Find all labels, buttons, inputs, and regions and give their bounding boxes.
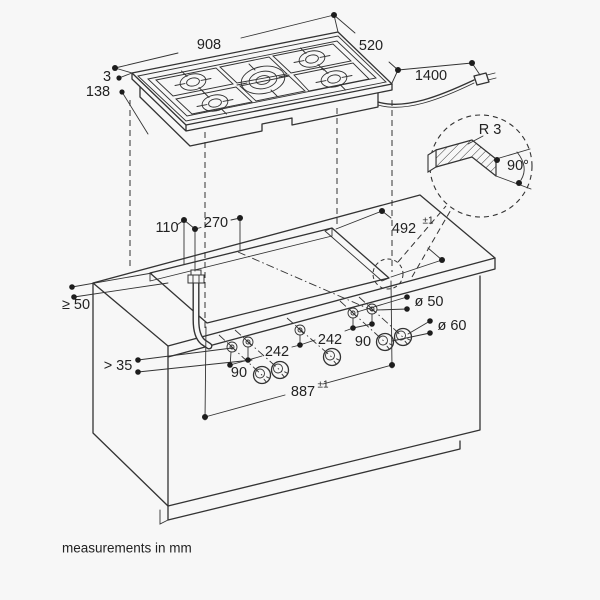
hole-knob-axis-lines: [218, 296, 406, 378]
detail-corner-angle: 90°: [507, 158, 529, 174]
dim-panel-thickness: 3: [103, 69, 111, 85]
corner-detail: [372, 114, 533, 290]
dim-gas-offset-b: 270: [204, 215, 228, 231]
dim-min-side-clearance: ≥ 50: [62, 297, 90, 313]
dim-cutout-depth-tol: ±1: [422, 216, 433, 227]
dim-knob-pitch-left: 242: [265, 344, 289, 360]
dim-gas-offset-a: 110: [155, 220, 178, 236]
dim-cutout-width: 887: [291, 384, 315, 400]
burners: [174, 47, 353, 115]
cooktop-drawing: [131, 31, 393, 147]
dim-cutout-width-tol: ±1: [317, 380, 328, 391]
dim-cutout-depth: 492: [392, 221, 416, 237]
plug-icon: [473, 72, 497, 86]
dim-small-hole-dia: ø 50: [414, 294, 443, 310]
detail-corner-radius: R 3: [479, 122, 502, 138]
dim-cable-length: 1400: [415, 68, 447, 84]
dim-cooktop-height: 138: [86, 84, 110, 100]
dimension-lines: [69, 12, 481, 421]
dim-knob-hole-dia: ø 60: [437, 318, 466, 334]
gas-connection-pipe: [187, 269, 213, 350]
units-note: measurements in mm: [62, 541, 192, 556]
pan-supports: [155, 43, 370, 115]
power-cable: [377, 72, 497, 108]
dim-cooktop-depth: 520: [359, 38, 383, 54]
dim-knob-pitch-right: 242: [318, 332, 342, 348]
cabinet-drawing: [92, 194, 496, 525]
dim-hole-pitch-left: 90: [231, 365, 247, 381]
worktop-cutout: [149, 227, 390, 324]
projection-lines: [129, 100, 393, 330]
dim-hole-pitch-right: 90: [355, 334, 371, 350]
dimension-dots: [69, 12, 475, 420]
dim-cooktop-width: 908: [197, 37, 221, 53]
dim-min-front-clearance: > 35: [104, 358, 133, 374]
